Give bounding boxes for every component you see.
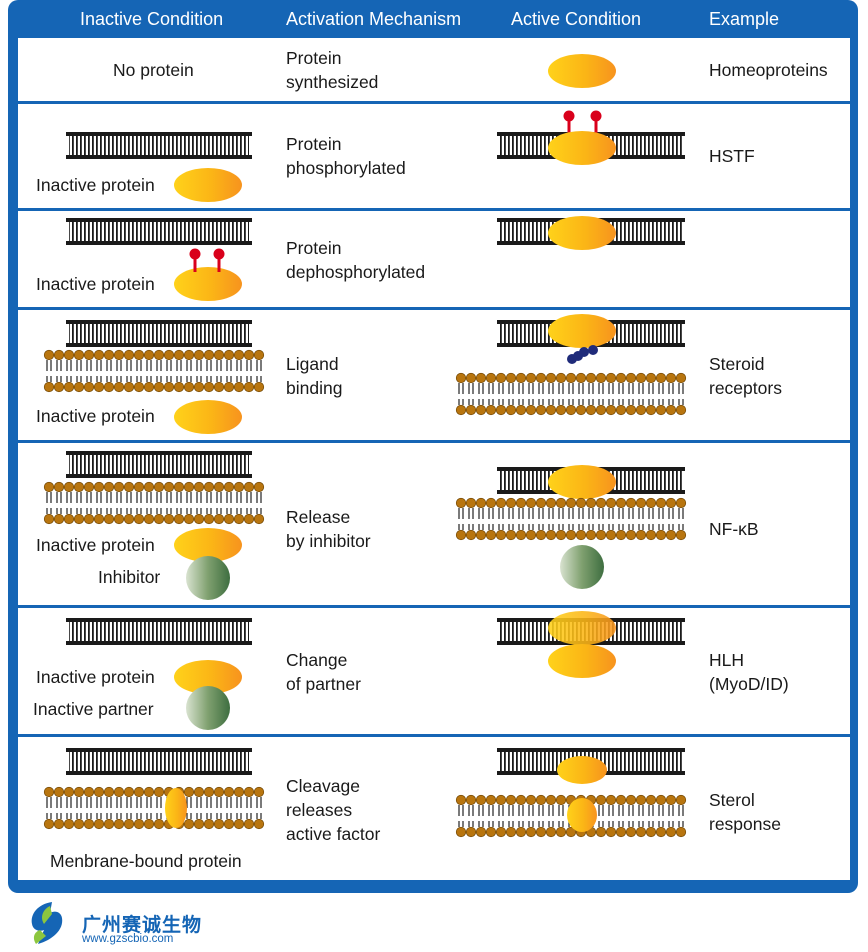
row4-inactive-label: Inactive protein: [36, 406, 155, 426]
dna-rungs: [69, 324, 249, 343]
protein-ellipse: [567, 798, 597, 832]
membrane-bilayer: [455, 497, 687, 541]
row2-mechanism: Protein phosphorylated: [286, 134, 406, 178]
protein-ellipse: [548, 131, 616, 165]
row6-partner-label: Inactive partner: [33, 699, 154, 719]
phosphate-head: [563, 110, 575, 122]
row7-inactive-label: Menbrane-bound protein: [50, 851, 242, 871]
row1-mechanism: Protein synthesized: [286, 48, 379, 92]
company-logo: 广州赛诚生物 www.gzscbio.com: [22, 900, 222, 950]
dna-strand: [66, 218, 252, 222]
row5-example: NF-κB: [709, 519, 759, 539]
row6-inactive-label: Inactive protein: [36, 667, 155, 687]
protein-ellipse: [174, 528, 242, 562]
row7-mechanism: Cleavage releases active factor: [286, 776, 381, 844]
protein-ellipse: [548, 465, 616, 499]
dna-strand: [66, 155, 252, 159]
protein-ellipse: [548, 314, 616, 348]
dna-rungs: [69, 752, 249, 771]
row3-mechanism: Protein dephosphorylated: [286, 238, 426, 282]
row1-inactive-label: No protein: [113, 60, 194, 80]
protein-ellipse: [174, 168, 242, 202]
dna-rungs: [69, 222, 249, 241]
membrane-bilayer: [43, 481, 265, 525]
protein-ellipse: [174, 400, 242, 434]
row4-mechanism: Ligand binding: [286, 354, 343, 398]
row6-example: HLH (MyoD/ID): [709, 650, 789, 694]
row1-example: Homeoproteins: [709, 60, 828, 80]
row2-inactive-label: Inactive protein: [36, 175, 155, 195]
membrane-bilayer: [43, 349, 265, 393]
header-example: Example: [709, 9, 780, 29]
protein-ellipse: [174, 267, 242, 301]
dna-strand: [66, 241, 252, 245]
dna-strand: [66, 474, 252, 478]
header-active: Active Condition: [511, 9, 642, 29]
protein-ellipse: [165, 788, 187, 828]
inhibitor-circle: [186, 686, 230, 730]
dna-strand: [66, 618, 252, 622]
row-1: [18, 38, 850, 101]
row5-mechanism: Release by inhibitor: [286, 507, 371, 551]
row5-inactive-label: Inactive protein: [36, 535, 155, 555]
row3-inactive-label: Inactive protein: [36, 274, 155, 294]
protein-ellipse: [174, 660, 242, 694]
protein-ellipse: [548, 54, 616, 88]
phosphate-head: [213, 248, 225, 260]
row2-example: HSTF: [709, 146, 755, 166]
row5-inhibitor-label: Inhibitor: [98, 567, 161, 587]
dna-rungs: [69, 622, 249, 641]
header-mechanism: Activation Mechanism: [286, 9, 462, 29]
membrane-bilayer: [455, 372, 687, 416]
dna-strand: [497, 748, 685, 752]
protein-ellipse: [548, 216, 616, 250]
dna-strand: [66, 451, 252, 455]
dna-strand: [66, 748, 252, 752]
logo-url: www.gzscbio.com: [82, 933, 174, 945]
dna-strand: [66, 343, 252, 347]
membrane-bilayer: [43, 786, 265, 830]
header-inactive: Inactive Condition: [80, 9, 224, 29]
dna-strand: [66, 320, 252, 324]
dna-rungs: [69, 136, 249, 155]
protein-ellipse: [557, 756, 607, 784]
inhibitor-circle: [560, 545, 604, 589]
logo-name: 广州赛诚生物: [82, 914, 203, 936]
logo-mark-icon: [31, 902, 63, 944]
phosphate-head: [590, 110, 602, 122]
phosphate-head: [189, 248, 201, 260]
dna-strand: [66, 641, 252, 645]
dna-strand: [66, 771, 252, 775]
dna-strand: [66, 132, 252, 136]
inhibitor-circle: [186, 556, 230, 600]
ligand-dot: [588, 345, 598, 355]
dna-rungs: [69, 455, 249, 474]
ligand-dot: [573, 351, 583, 361]
protein-ellipse: [548, 644, 616, 678]
protein-ellipse: [548, 611, 616, 645]
row6-mechanism: Change of partner: [286, 650, 361, 694]
row7-example: Sterol response: [709, 790, 781, 834]
row4-example: Steroid receptors: [709, 354, 782, 398]
